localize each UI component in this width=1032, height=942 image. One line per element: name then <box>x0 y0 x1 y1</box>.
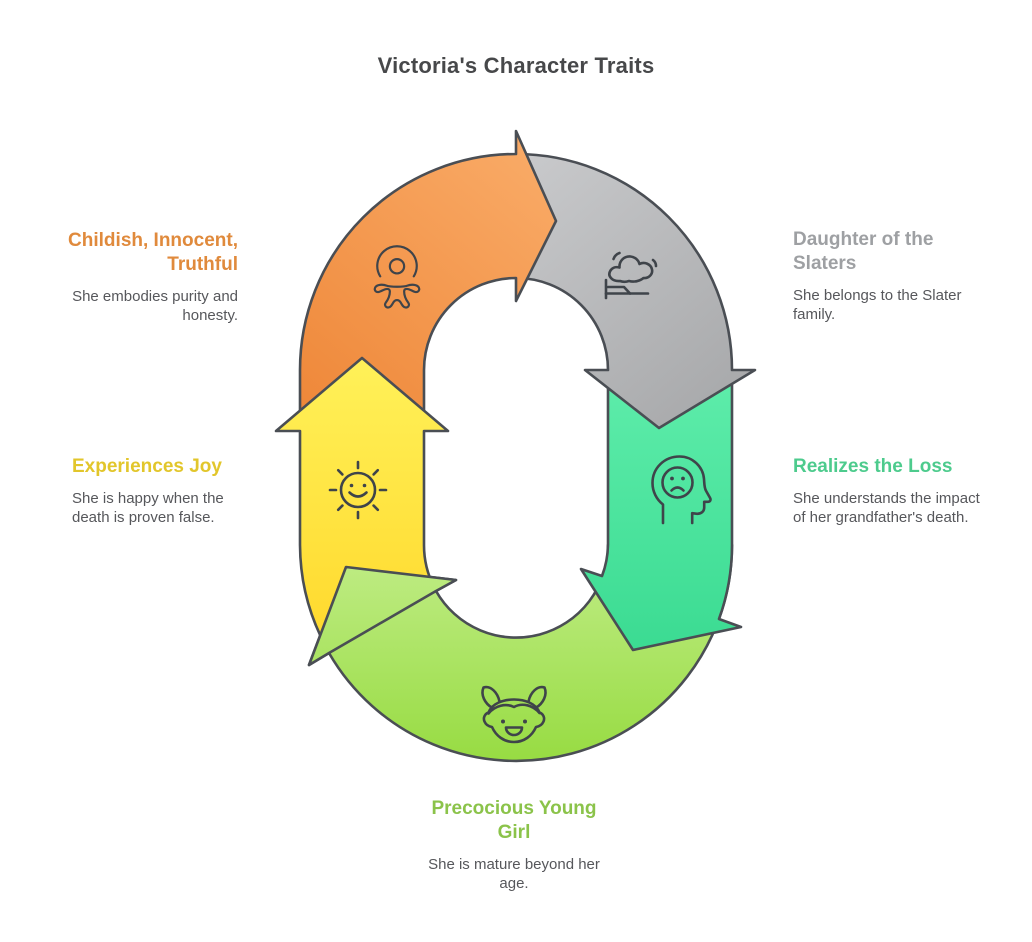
page-title: Victoria's Character Traits <box>377 53 655 78</box>
smiling-sun-icon <box>328 460 388 520</box>
trait-heading-joy: Experiences Joy <box>72 456 222 477</box>
trait-desc-daughter: She belongs to the Slater family. <box>793 287 962 323</box>
arrow-precocious-head <box>307 565 458 667</box>
trait-block-loss: Realizes the Loss She understands the im… <box>793 455 1025 527</box>
trait-block-childish: Childish, Innocent, Truthful She embodie… <box>40 229 238 325</box>
arrow-childish-innocent-truthful <box>298 129 558 432</box>
trait-heading-childish: Childish, Innocent, Truthful <box>68 230 238 275</box>
trait-block-precocious: Precocious Young Girl She is mature beyo… <box>404 797 624 893</box>
arrow-daughter-of-the-slaters <box>514 152 757 430</box>
dream-bed-icon <box>604 251 658 300</box>
baby-icon <box>373 245 421 309</box>
cycle-arrows <box>274 129 757 763</box>
trait-desc-joy: She is happy when the death is proven fa… <box>72 490 224 526</box>
trait-heading-precocious: Precocious Young Girl <box>431 798 597 843</box>
trait-desc-loss: She understands the impact of her grandf… <box>793 490 980 526</box>
sad-head-icon <box>651 455 712 525</box>
trait-heading-loss: Realizes the Loss <box>793 456 953 477</box>
girl-face-icon <box>481 685 547 744</box>
trait-block-daughter: Daughter of the Slaters She belongs to t… <box>793 228 998 324</box>
cycle-icons <box>328 245 712 744</box>
trait-desc-childish: She embodies purity and honesty. <box>72 288 238 324</box>
trait-block-joy: Experiences Joy She is happy when the de… <box>72 455 250 527</box>
arrow-realizes-the-loss <box>579 368 743 652</box>
trait-desc-precocious: She is mature beyond her age. <box>428 856 600 892</box>
trait-heading-daughter: Daughter of the Slaters <box>793 229 934 274</box>
